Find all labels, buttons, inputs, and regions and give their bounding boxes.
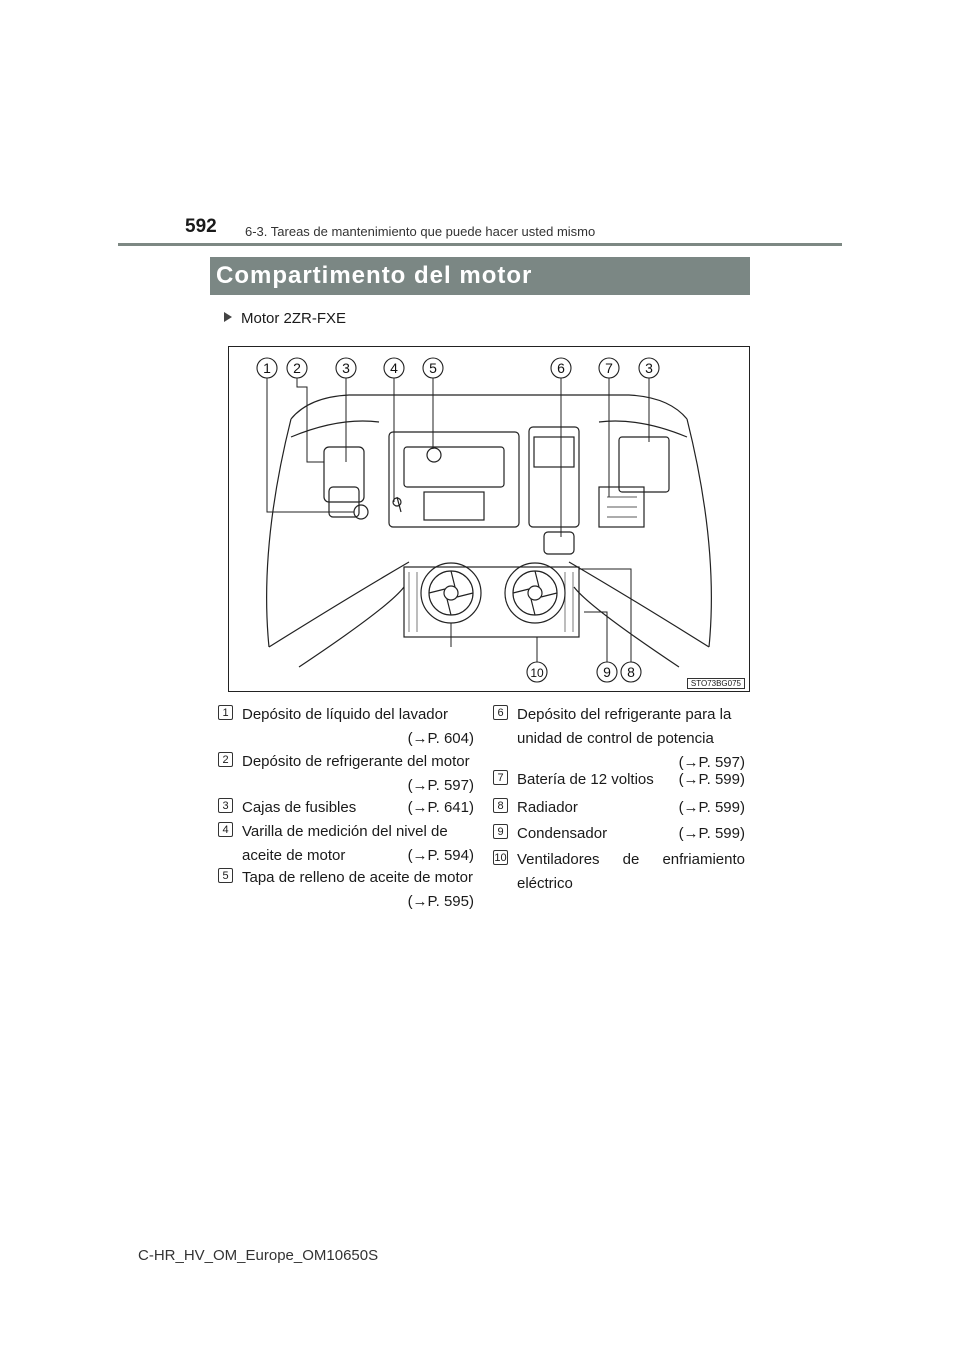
legend-text: Ventiladores de enfriamiento: [517, 851, 745, 868]
legend-text: Varilla de medición del nivel de: [242, 823, 448, 840]
legend-number: 6: [493, 705, 508, 720]
legend-item-7: 7 Batería de 12 voltios (→P. 599): [493, 768, 745, 792]
section-header: 6-3. Tareas de mantenimiento que puede h…: [245, 224, 596, 239]
callout-7: 7: [605, 360, 613, 376]
legend-item-5: 5 Tapa de relleno de aceite de motor (→P…: [218, 866, 474, 910]
callout-9: 9: [603, 664, 611, 680]
page-reference: (→P. 599): [678, 799, 745, 816]
legend-number: 8: [493, 798, 508, 813]
callout-4: 4: [390, 360, 398, 376]
page-reference: (→P. 604): [407, 730, 474, 747]
legend-number: 1: [218, 705, 233, 720]
engine-model-label: Motor 2ZR-FXE: [241, 310, 347, 327]
figure-code: STO73BG075: [686, 678, 745, 689]
triangle-bullet-icon: [224, 312, 232, 322]
legend-item-3: 3 Cajas de fusibles (→P. 641): [218, 796, 474, 820]
page-reference: (→P. 599): [678, 825, 745, 842]
engine-compartment-illustration: 1 2 3 4 5 6 7 3 10 9 8 STO73BG075: [228, 346, 750, 692]
legend-number: 3: [218, 798, 233, 813]
page-reference: (→P. 594): [407, 847, 474, 864]
page-reference: (→P. 599): [678, 771, 745, 788]
callout-3b: 3: [645, 360, 653, 376]
legend-text: Radiador: [517, 799, 578, 816]
page-reference: (→P. 641): [407, 799, 474, 816]
callout-5: 5: [429, 360, 437, 376]
callout-10: 10: [530, 666, 544, 680]
legend-text: Batería de 12 voltios: [517, 771, 654, 788]
header-divider: [118, 243, 842, 246]
callout-2: 2: [293, 360, 301, 376]
page-reference: (→P. 597): [407, 777, 474, 794]
legend-number: 9: [493, 824, 508, 839]
legend-number: 10: [493, 850, 508, 865]
legend-item-1: 1 Depósito de líquido del lavador (→P. 6…: [218, 703, 474, 747]
legend-number: 5: [218, 868, 233, 883]
legend-item-2: 2 Depósito de refrigerante del motor (→P…: [218, 750, 474, 794]
legend-item-4: 4 Varilla de medición del nivel de aceit…: [218, 820, 474, 868]
legend-item-8: 8 Radiador (→P. 599): [493, 796, 745, 820]
legend-text: Tapa de relleno de aceite de motor: [242, 869, 473, 886]
engine-drawing: 1 2 3 4 5 6 7 3 10 9 8: [256, 357, 712, 683]
legend-text: Depósito del refrigerante para la: [517, 706, 732, 723]
legend-item-9: 9 Condensador (→P. 599): [493, 822, 745, 846]
legend-item-6: 6 Depósito del refrigerante para la unid…: [493, 703, 745, 771]
legend-number: 7: [493, 770, 508, 785]
callout-3: 3: [342, 360, 350, 376]
callout-8: 8: [627, 664, 635, 680]
legend-text: eléctrico: [517, 875, 573, 892]
legend-text: Depósito de refrigerante del motor: [242, 753, 470, 770]
legend-text: Condensador: [517, 825, 608, 842]
legend-item-10: 10 Ventiladores de enfriamiento eléctric…: [493, 848, 745, 896]
document-id-footer: C-HR_HV_OM_Europe_OM10650S: [138, 1247, 379, 1264]
page-title: Compartimento del motor: [210, 257, 750, 295]
legend-number: 4: [218, 822, 233, 837]
page-reference: (→P. 595): [407, 893, 474, 910]
callout-1: 1: [263, 360, 271, 376]
legend-text: unidad de control de potencia: [517, 730, 714, 747]
legend-text: Cajas de fusibles: [242, 799, 357, 816]
page-number: 592: [185, 216, 217, 237]
engine-model-bullet: Motor 2ZR-FXE: [224, 310, 346, 327]
callout-6: 6: [557, 360, 565, 376]
page-reference: (→P. 597): [678, 754, 745, 771]
legend-number: 2: [218, 752, 233, 767]
legend-text: aceite de motor: [242, 847, 346, 864]
legend-text: Depósito de líquido del lavador: [242, 706, 448, 723]
